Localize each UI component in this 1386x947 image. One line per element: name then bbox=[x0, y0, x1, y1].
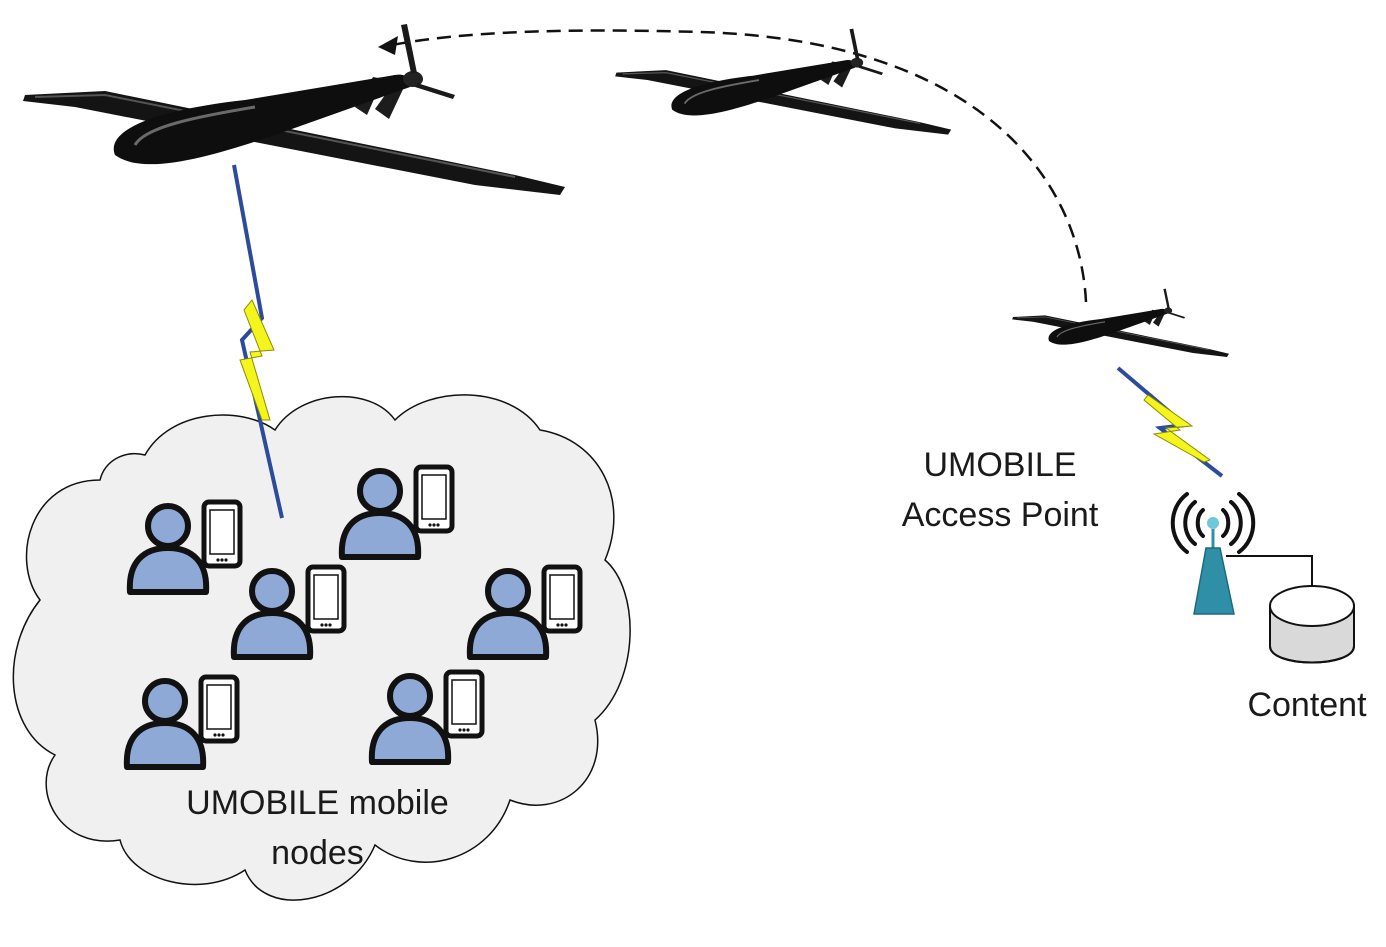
uav-drone-icon-medium bbox=[614, 27, 953, 136]
mobile-nodes-label-line2: nodes bbox=[271, 834, 364, 872]
access-point-label: UMOBILE Access Point bbox=[870, 440, 1130, 540]
mobile-nodes-label-line1: UMOBILE mobile bbox=[186, 784, 449, 822]
access-point-label-line1: UMOBILE bbox=[923, 446, 1077, 484]
access-point-label-line2: Access Point bbox=[901, 496, 1099, 534]
mobile-nodes-label: UMOBILE mobile nodes bbox=[150, 778, 485, 878]
content-label: Content bbox=[1228, 680, 1386, 730]
content-label-text: Content bbox=[1247, 686, 1367, 724]
access-point-tower-icon bbox=[1170, 492, 1256, 615]
content-storage-icon bbox=[1269, 585, 1355, 664]
flight-path-arrowhead bbox=[378, 36, 398, 55]
backhaul-link bbox=[1226, 555, 1313, 590]
uav-drone-icon-small bbox=[1011, 288, 1230, 358]
wireless-link-icon-left bbox=[232, 164, 284, 519]
wireless-link-icon-right bbox=[1116, 366, 1224, 478]
flight-path-arrow bbox=[391, 29, 1088, 303]
uav-drone-icon-large bbox=[21, 22, 567, 197]
